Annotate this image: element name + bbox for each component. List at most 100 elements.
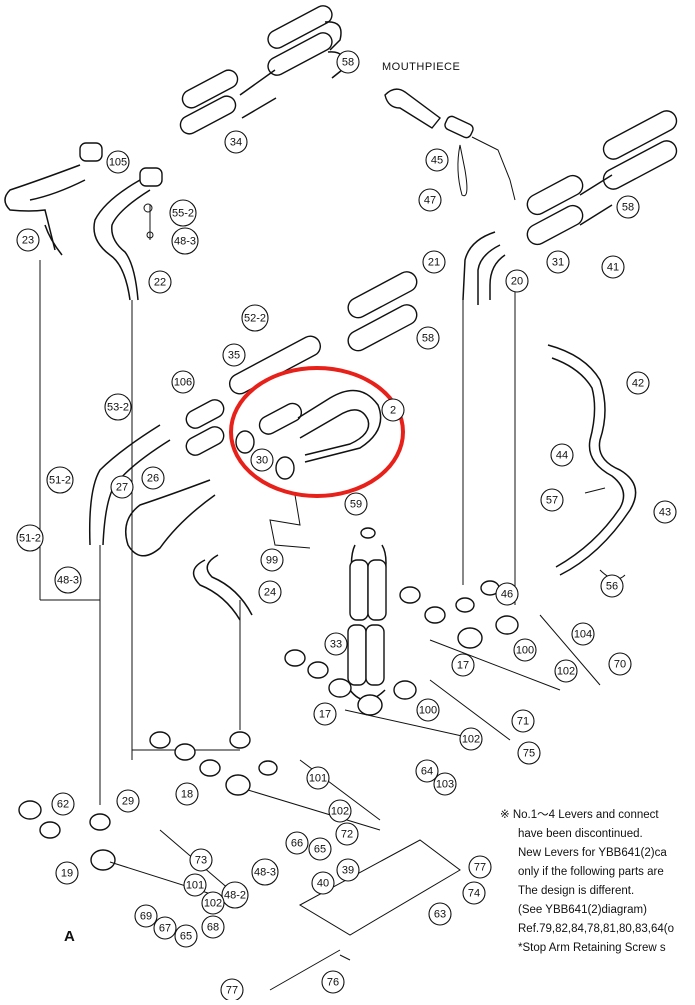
callout-number: 104 <box>574 629 592 641</box>
callout-number: 76 <box>327 977 339 989</box>
callout-number: 47 <box>424 195 436 207</box>
callout-number: 62 <box>57 799 69 811</box>
callout-circle <box>571 622 595 646</box>
top-left-assembly <box>4 5 345 301</box>
callout-number: 35 <box>228 350 240 362</box>
callout-circle <box>653 500 677 524</box>
callout-number: 65 <box>314 844 326 856</box>
callout-number: 41 <box>607 262 619 274</box>
callout-number: 18 <box>181 789 193 801</box>
callout-number: 59 <box>350 499 362 511</box>
part-callout: 30 <box>250 448 274 472</box>
callout-number: 17 <box>319 709 331 721</box>
callout-number: 48-3 <box>57 575 79 587</box>
callout-number: 40 <box>317 878 329 890</box>
callout-number: 66 <box>291 838 303 850</box>
callout-circle <box>418 188 442 212</box>
callout-number: 100 <box>516 645 534 657</box>
part-callout: 33 <box>324 632 348 656</box>
callout-number: 48-3 <box>174 236 196 248</box>
part-callout: 65 <box>174 924 198 948</box>
callout-number: 106 <box>174 377 192 389</box>
part-callout: 56 <box>600 574 624 598</box>
callout-number: 68 <box>207 922 219 934</box>
callout-number: 101 <box>309 773 327 785</box>
part-callout: 53-2 <box>104 393 132 421</box>
part-callout: 20 <box>505 269 529 293</box>
callout-number: 17 <box>457 660 469 672</box>
note-line: have been discontinued. <box>518 828 643 840</box>
callout-number: 63 <box>434 909 446 921</box>
part-callout: 48-2 <box>221 881 249 909</box>
callout-number: 99 <box>266 555 278 567</box>
callout-circle <box>250 448 274 472</box>
part-callout: 69 <box>134 904 158 928</box>
callout-number: 26 <box>147 473 159 485</box>
callout-circle <box>175 782 199 806</box>
part-callout: 41 <box>601 255 625 279</box>
callout-circle <box>110 475 134 499</box>
callout-number: 53-2 <box>107 402 129 414</box>
part-callout: 59 <box>344 492 368 516</box>
part-callout: 66 <box>285 831 309 855</box>
callout-circle <box>416 698 440 722</box>
callout-circle <box>308 837 332 861</box>
callout-circle <box>511 709 535 733</box>
callout-number: 44 <box>556 450 568 462</box>
callout-circle <box>171 227 199 255</box>
callout-circle <box>116 789 140 813</box>
part-callout: 102 <box>554 659 578 683</box>
callout-circle <box>616 195 640 219</box>
part-callout: 51-2 <box>16 524 44 552</box>
callout-circle <box>324 632 348 656</box>
callout-circle <box>415 759 439 783</box>
mouthpiece-label: MOUTHPIECE <box>382 61 461 73</box>
part-callout: 99 <box>260 548 284 572</box>
part-callout: 101 <box>183 873 207 897</box>
callout-number: 43 <box>659 507 671 519</box>
callout-circle <box>554 659 578 683</box>
part-callout: 44 <box>550 443 574 467</box>
callout-circle <box>201 915 225 939</box>
middle-tubes <box>88 271 418 621</box>
part-callout: 48-3 <box>54 566 82 594</box>
callout-number: 77 <box>226 985 238 997</box>
callout-circle <box>513 638 537 662</box>
part-callout: 71 <box>511 709 535 733</box>
callout-number: 72 <box>341 829 353 841</box>
part-callout: 23 <box>16 228 40 252</box>
callout-circle <box>46 466 74 494</box>
callout-number: 21 <box>428 257 440 269</box>
callout-number: 65 <box>180 931 192 943</box>
callout-number: 58 <box>422 333 434 345</box>
part-callout: 48-3 <box>171 227 199 255</box>
callout-number: 74 <box>468 888 480 900</box>
callout-circle <box>241 304 269 332</box>
callout-number: 103 <box>436 779 454 791</box>
callout-circle <box>51 792 75 816</box>
part-callout: 104 <box>571 622 595 646</box>
callout-number: 71 <box>517 716 529 728</box>
part-callout: 74 <box>462 881 486 905</box>
callout-number: 105 <box>109 157 127 169</box>
callout-number: 56 <box>606 581 618 593</box>
part-callout: 17 <box>451 653 475 677</box>
part-callout: 75 <box>517 741 541 765</box>
callout-circle <box>106 150 130 174</box>
callout-circle <box>221 881 249 909</box>
note-line: (See YBB641(2)diagram) <box>518 904 647 916</box>
callout-circle <box>258 580 282 604</box>
part-callout: 17 <box>313 702 337 726</box>
part-callout: 100 <box>513 638 537 662</box>
callout-number: 48-3 <box>254 867 276 879</box>
callout-number: 75 <box>523 748 535 760</box>
callout-circle <box>313 702 337 726</box>
valve-assemblies <box>18 580 601 991</box>
part-callout: 48-3 <box>251 858 279 886</box>
callout-circle <box>336 50 360 74</box>
part-callout: 102 <box>201 891 225 915</box>
highlight-circle <box>229 366 405 498</box>
part-callout: 43 <box>653 500 677 524</box>
callout-circle <box>171 370 195 394</box>
